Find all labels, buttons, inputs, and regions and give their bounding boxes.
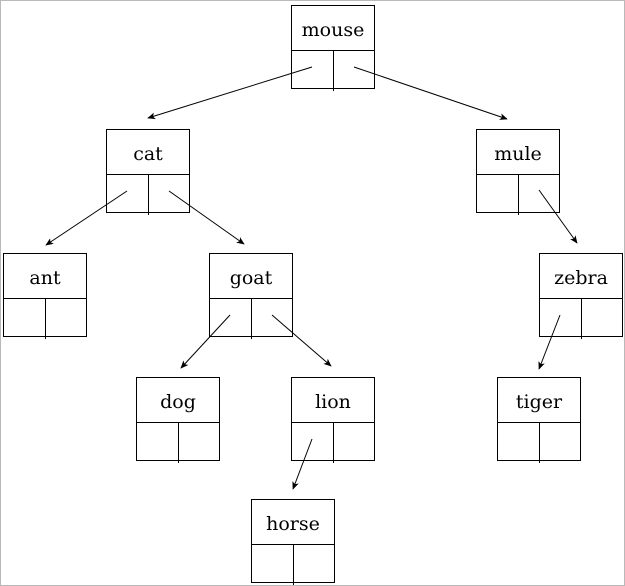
left-pointer-cell [107,175,149,215]
right-pointer-cell [334,423,375,463]
tree-node-cat: cat [106,129,190,215]
left-pointer-cell [4,299,46,339]
right-pointer-cell [540,423,581,463]
tree-node-dog: dog [136,377,220,463]
node-pointer-cells [292,423,374,463]
right-pointer-cell [294,545,335,585]
node-pointer-cells [477,175,559,215]
node-label: cat [107,130,189,175]
node-pointer-cells [107,175,189,215]
right-pointer-cell [519,175,560,215]
right-pointer-cell [334,51,375,91]
node-pointer-cells [4,299,86,339]
right-pointer-cell [46,299,87,339]
left-pointer-cell [540,299,582,339]
left-pointer-cell [137,423,179,463]
node-label: mouse [292,6,374,51]
node-label: dog [137,378,219,423]
tree-node-zebra: zebra [539,253,623,339]
node-pointer-cells [210,299,292,339]
tree-node-mouse: mouse [291,5,375,91]
left-pointer-cell [292,51,334,91]
left-pointer-cell [498,423,540,463]
node-label: mule [477,130,559,175]
node-label: goat [210,254,292,299]
node-pointer-cells [540,299,622,339]
edge-mouse-cat-arrow [147,66,313,120]
right-pointer-cell [149,175,190,215]
node-label: zebra [540,254,622,299]
node-label: tiger [498,378,580,423]
tree-node-tiger: tiger [497,377,581,463]
left-pointer-cell [252,545,294,585]
node-label: horse [252,500,334,545]
node-pointer-cells [498,423,580,463]
left-pointer-cell [210,299,252,339]
right-pointer-cell [252,299,293,339]
tree-node-horse: horse [251,499,335,585]
node-label: ant [4,254,86,299]
tree-node-lion: lion [291,377,375,463]
node-pointer-cells [137,423,219,463]
right-pointer-cell [179,423,220,463]
right-pointer-cell [582,299,623,339]
left-pointer-cell [292,423,334,463]
tree-node-ant: ant [3,253,87,339]
left-pointer-cell [477,175,519,215]
node-pointer-cells [292,51,374,91]
node-pointer-cells [252,545,334,585]
tree-node-goat: goat [209,253,293,339]
tree-node-mule: mule [476,129,560,215]
node-label: lion [292,378,374,423]
edge-mouse-mule-arrow [353,66,508,120]
